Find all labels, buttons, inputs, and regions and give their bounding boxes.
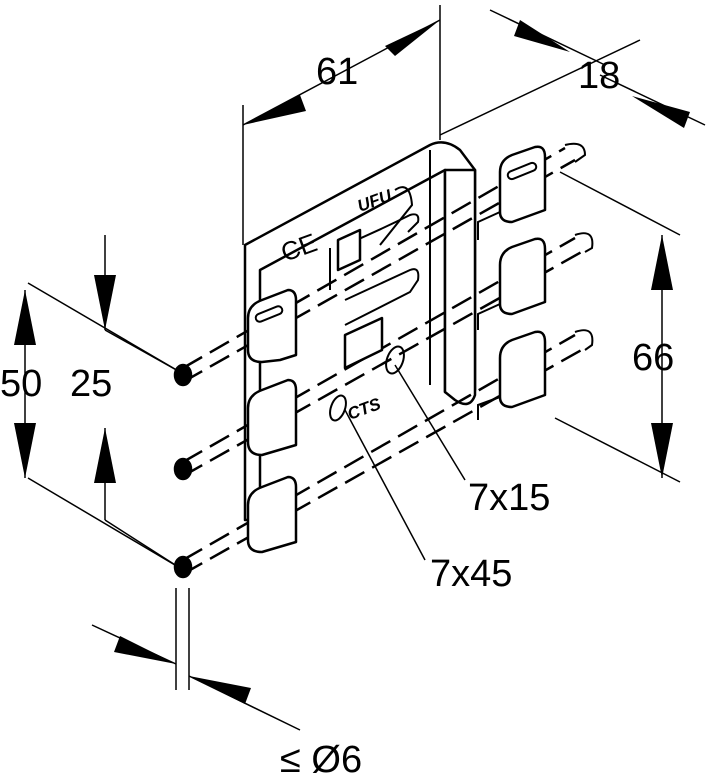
arrow-61-right xyxy=(385,20,440,56)
tab-front-3 xyxy=(246,475,298,554)
slot-upper xyxy=(344,213,420,246)
rod-bot-end xyxy=(173,555,193,579)
clip-body xyxy=(243,141,477,522)
dimension-labels: 61 18 66 50 25 7x15 7x45 ≤ Ø6 xyxy=(0,51,674,781)
arrowheads xyxy=(14,20,690,704)
front-tabs xyxy=(246,228,384,554)
dim-18-label: 18 xyxy=(578,55,620,97)
slot-7x45-label: 7x45 xyxy=(430,553,512,595)
arrow-66-top xyxy=(651,235,673,290)
arrow-18-top xyxy=(514,20,570,52)
tab-front-2 xyxy=(246,378,298,457)
rod-top-end xyxy=(173,363,193,387)
slot-lower-hole xyxy=(329,394,347,422)
cts-marking: CTS xyxy=(345,394,384,424)
rear-tabs xyxy=(477,145,547,420)
arrow-dia-right xyxy=(189,676,251,704)
arrow-50-bottom xyxy=(14,423,36,478)
dimension-lines xyxy=(24,5,706,731)
rod-mid-end xyxy=(173,457,193,481)
tab-front-1 xyxy=(246,288,298,364)
tab-rear-2 xyxy=(498,237,547,316)
slot-7x15-hole xyxy=(385,345,405,375)
slot-7x45 xyxy=(344,268,420,326)
dim-25-label: 25 xyxy=(70,363,112,405)
tab-rear-1 xyxy=(498,145,547,224)
slot-7x15-label: 7x15 xyxy=(468,477,550,519)
arrow-61-left xyxy=(243,95,306,125)
rod-top-upper xyxy=(182,146,566,370)
tab-mid-2 xyxy=(336,228,362,272)
dim-66-label: 66 xyxy=(632,337,674,379)
tab-mid-1 xyxy=(343,316,384,370)
arrow-50-top xyxy=(14,290,36,345)
rod-diameter-label: ≤ Ø6 xyxy=(280,739,362,781)
arrow-dia-left xyxy=(114,636,176,664)
back-plate xyxy=(243,141,477,522)
arrow-66-bottom xyxy=(651,423,673,478)
arrow-25-top xyxy=(94,275,116,330)
dim-50-label: 50 xyxy=(0,363,42,405)
side-flange xyxy=(443,168,477,406)
tab-rear-3 xyxy=(498,330,547,409)
arrow-25-bottom xyxy=(94,428,116,483)
dim-61-label: 61 xyxy=(316,51,358,93)
arrow-18-bottom xyxy=(632,96,690,128)
